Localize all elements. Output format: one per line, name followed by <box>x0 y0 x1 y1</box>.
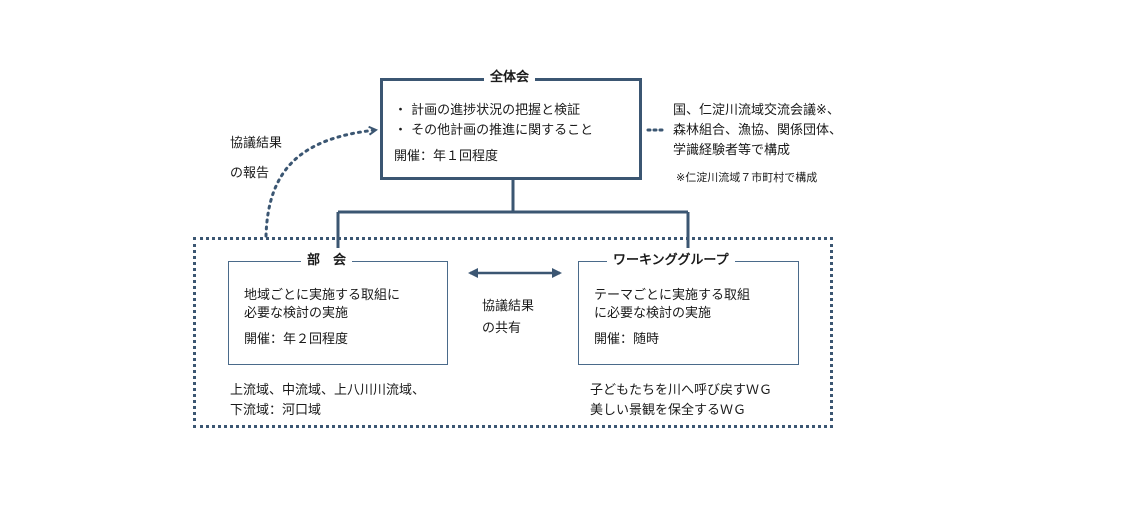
general-meeting-title: 全体会 <box>484 70 536 86</box>
general-meeting-frequency: 開催：年１回程度 <box>394 149 499 164</box>
report-dotted-arrow <box>264 130 376 238</box>
working-group-list-line-2: 美しい景観を保全するＷＧ <box>590 403 747 418</box>
subgroup-dotted-frame <box>193 237 833 428</box>
members-line-1: 国、仁淀川流域交流会議※、 <box>673 103 840 118</box>
working-group-desc-line-2: に必要な検討の実施 <box>594 306 712 321</box>
bukai-title: 部 会 <box>301 253 353 269</box>
bukai-box <box>228 261 448 365</box>
general-meeting-item-2: ・ その他計画の推進に関すること <box>394 123 594 138</box>
share-label-line-1: 協議結果 <box>482 299 535 314</box>
members-note: ※仁淀川流域７市町村で構成 <box>676 171 818 184</box>
working-group-frequency: 開催：随時 <box>594 332 660 347</box>
working-group-list-line-1: 子どもたちを川へ呼び戻すＷＧ <box>590 383 773 398</box>
report-label-line-1: 協議結果 <box>230 136 283 151</box>
tree-connector <box>336 180 690 248</box>
bukai-desc-line-1: 地域ごとに実施する取組に <box>244 288 401 303</box>
share-label-line-2: の共有 <box>482 321 522 336</box>
members-line-2: 森林組合、漁協、関係団体、 <box>673 123 843 138</box>
working-group-title: ワーキンググループ <box>607 253 735 269</box>
bukai-desc-line-2: 必要な検討の実施 <box>244 306 349 321</box>
members-line-3: 学識経験者等で構成 <box>673 143 791 158</box>
general-meeting-item-1: ・ 計画の進捗状況の把握と検証 <box>394 103 581 118</box>
working-group-box <box>578 261 799 365</box>
bukai-areas-line-2: 下流域：河口域 <box>230 403 322 418</box>
bukai-frequency: 開催：年２回程度 <box>244 332 349 347</box>
working-group-desc-line-1: テーマごとに実施する取組 <box>594 288 751 303</box>
report-label-line-2: の報告 <box>230 166 270 181</box>
bukai-areas-line-1: 上流域、中流域、上八川川流域、 <box>230 383 426 398</box>
